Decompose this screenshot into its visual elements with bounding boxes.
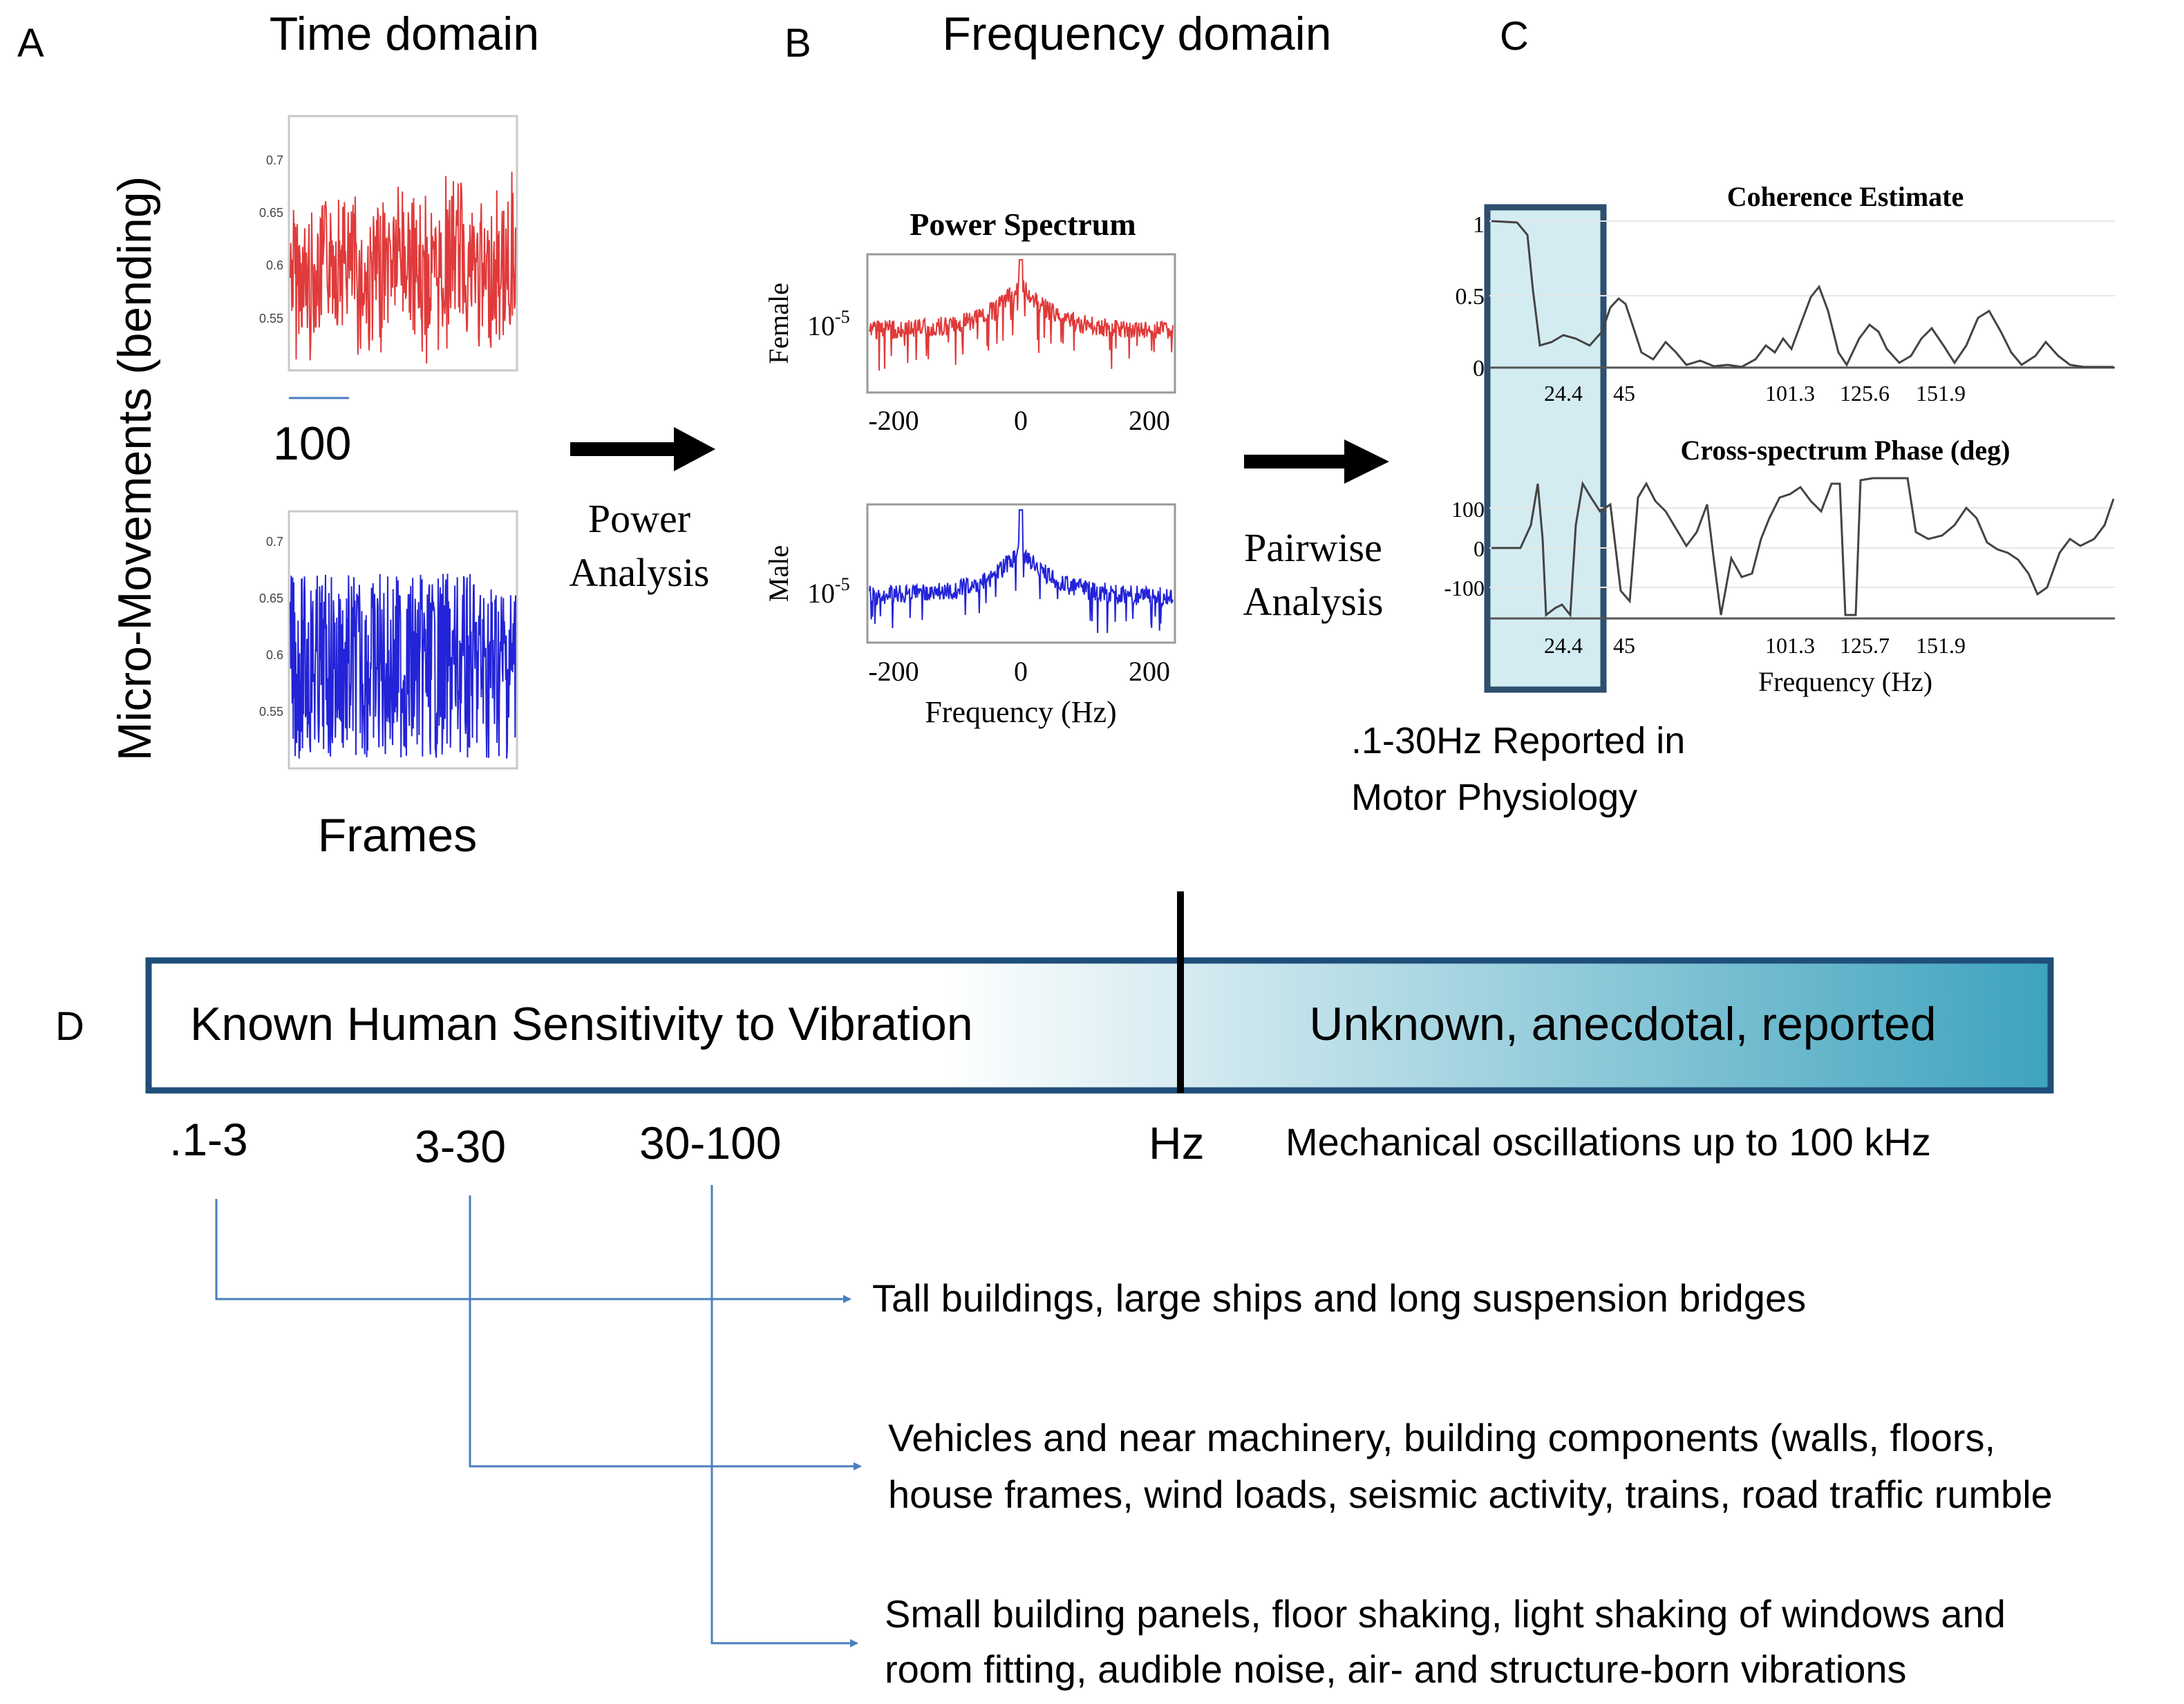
arrow2-label-line2: Analysis — [1243, 579, 1384, 624]
female-spectrum-frame — [866, 253, 1176, 394]
male-spectrum-frame — [866, 503, 1176, 644]
desc-range-3-line1: Small building panels, floor shaking, li… — [885, 1592, 2006, 1636]
male-xtick-0: -200 — [868, 656, 919, 687]
female-ytick-0: 0.7 — [266, 153, 283, 167]
unknown-label: Unknown, anecdotal, reported — [1309, 998, 1936, 1050]
motor-note-line1: .1-30Hz Reported in — [1351, 720, 1685, 761]
male-ytick-0: 0.7 — [266, 535, 283, 549]
female-time-series — [290, 171, 516, 364]
panel-a-title: Time domain — [270, 8, 540, 60]
arrow-icon — [570, 427, 715, 471]
panel-a-letter: A — [17, 21, 44, 66]
male-time-series — [290, 574, 516, 759]
motor-physiology-band — [1484, 204, 1607, 693]
desc-range-1: Tall buildings, large ships and long sus… — [872, 1276, 1806, 1320]
phase-ytick-2: -100 — [1444, 576, 1485, 600]
phase-ytick-1: 0 — [1474, 536, 1485, 561]
female-ytick-3: 0.55 — [259, 312, 283, 325]
phase-xtick-3: 125.7 — [1840, 633, 1890, 658]
phase-xtick-1: 45 — [1613, 633, 1635, 658]
panel-d: D Known Human Sensitivity to Vibration U… — [55, 891, 2054, 1691]
coh-ytick-0: 1 — [1473, 212, 1485, 238]
panel-c: C Coherence Estimate 1 0.5 0 24.4 45 101… — [1351, 14, 2115, 818]
arrow1-label-line2: Analysis — [569, 550, 710, 595]
male-xtick-1: 0 — [1014, 656, 1028, 687]
arrow-icon — [1244, 439, 1389, 484]
pairwise-analysis-arrow: Pairwise Analysis — [1243, 439, 1389, 624]
female-xtick-1: 0 — [1014, 405, 1028, 436]
connector-range-1 — [215, 1199, 851, 1303]
hz-label: Hz — [1149, 1117, 1205, 1168]
phase-xtick-4: 151.9 — [1916, 633, 1966, 658]
panel-c-xlabel: Frequency (Hz) — [1758, 666, 1932, 697]
phase-title: Cross-spectrum Phase (deg) — [1681, 435, 2011, 466]
coh-xtick-1: 45 — [1613, 381, 1635, 406]
panel-c-letter: C — [1500, 14, 1529, 59]
coh-xtick-0: 24.4 — [1544, 381, 1583, 406]
panel-b-title: Frequency domain — [942, 8, 1331, 60]
phase-xtick-2: 101.3 — [1765, 633, 1815, 658]
male-ytick: 10-5 — [807, 574, 850, 609]
power-analysis-arrow: Power Analysis — [569, 427, 715, 595]
panel-a-xlabel: Frames — [318, 809, 477, 862]
male-label: Male — [763, 545, 794, 602]
power-spectrum-title: Power Spectrum — [910, 207, 1136, 242]
coh-ytick-2: 0 — [1473, 356, 1485, 381]
connector-range-3 — [710, 1185, 858, 1647]
known-sensitivity-label: Known Human Sensitivity to Vibration — [190, 998, 973, 1050]
arrow1-label-line1: Power — [588, 496, 690, 541]
male-ytick-2: 0.6 — [266, 648, 283, 662]
phase-ytick-0: 100 — [1451, 497, 1485, 522]
panel-b-xlabel: Frequency (Hz) — [925, 695, 1116, 729]
female-xtick-0: -200 — [868, 405, 919, 436]
male-xtick-2: 200 — [1129, 656, 1170, 687]
coh-ytick-1: 0.5 — [1456, 284, 1485, 310]
male-ytick-1: 0.65 — [259, 591, 283, 605]
female-xtick-2: 200 — [1129, 405, 1170, 436]
phase-series — [1491, 477, 2115, 618]
panel-b: B Frequency domain Power Spectrum Female… — [763, 8, 1332, 729]
coherence-series — [1491, 220, 2114, 368]
mechanical-oscillations-label: Mechanical oscillations up to 100 kHz — [1286, 1120, 1931, 1164]
coherence-title: Coherence Estimate — [1727, 181, 1964, 212]
female-ytick-2: 0.6 — [266, 258, 283, 272]
arrow2-label-line1: Pairwise — [1244, 525, 1382, 570]
range-2: 3-30 — [415, 1121, 506, 1172]
panel-a: A Time domain Micro-Movements (bending) … — [17, 8, 539, 862]
coh-xtick-4: 151.9 — [1916, 381, 1966, 406]
range-1: .1-3 — [169, 1114, 248, 1165]
female-ytick-1: 0.65 — [259, 206, 283, 220]
male-ytick-3: 0.55 — [259, 705, 283, 719]
female-label: Female — [763, 283, 794, 364]
motor-note-line2: Motor Physiology — [1351, 777, 1637, 818]
range-3: 30-100 — [639, 1117, 782, 1168]
panel-b-letter: B — [784, 21, 811, 66]
panel-a-ylabel: Micro-Movements (bending) — [109, 176, 161, 761]
connector-range-2 — [469, 1195, 862, 1470]
scale-label: 100 — [273, 417, 351, 470]
coh-xtick-3: 125.6 — [1840, 381, 1890, 406]
male-spectrum-series — [869, 509, 1174, 634]
phase-xtick-0: 24.4 — [1544, 633, 1583, 658]
sensitivity-bar — [145, 957, 2054, 1094]
female-spectrum-series — [869, 259, 1174, 371]
coh-xtick-2: 101.3 — [1765, 381, 1815, 406]
desc-range-3-line2: room fitting, audible noise, air- and st… — [885, 1647, 1907, 1691]
desc-range-2-line2: house frames, wind loads, seismic activi… — [888, 1473, 2053, 1516]
panel-d-letter: D — [55, 1004, 84, 1049]
desc-range-2-line1: Vehicles and near machinery, building co… — [888, 1416, 1995, 1459]
female-ytick: 10-5 — [807, 307, 850, 341]
